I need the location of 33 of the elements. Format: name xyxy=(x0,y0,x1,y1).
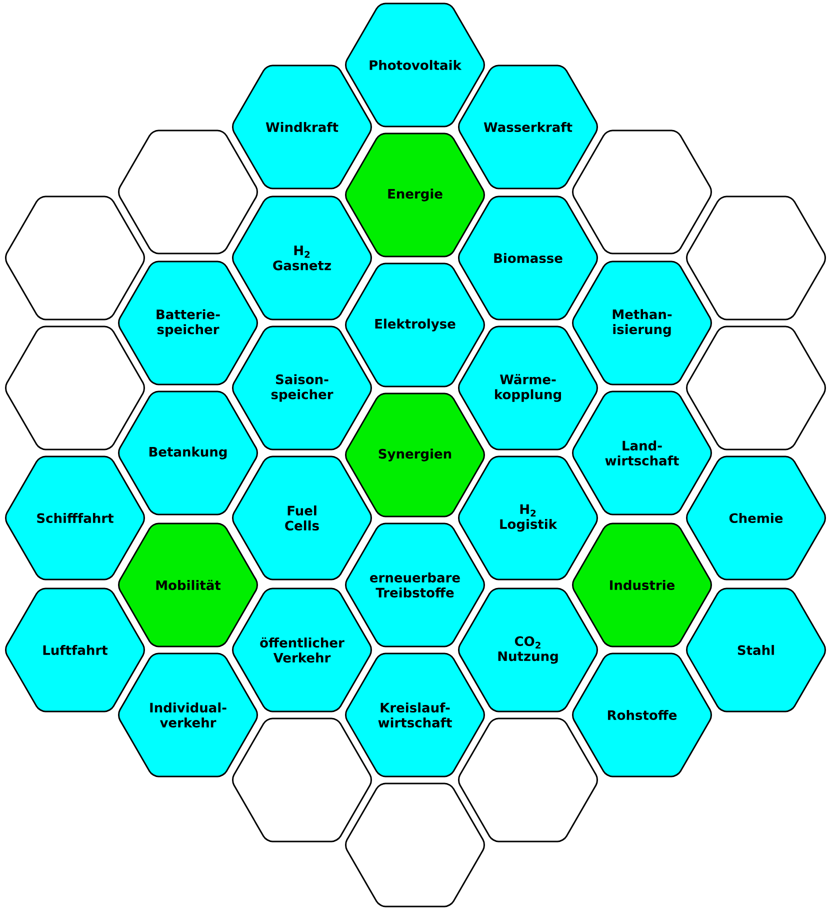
hexagon-tile: Synergien xyxy=(345,392,485,518)
hexagon-tile: Wärme- kopplung xyxy=(458,326,598,450)
hexagon-tile: Betankung xyxy=(118,390,258,516)
hexagon-tile: erneuerbare Treibstoffe xyxy=(345,522,485,648)
empty-hexagon xyxy=(232,718,372,842)
hexagon-tile: Chemie xyxy=(686,456,826,580)
empty-hexagon xyxy=(686,326,826,450)
hexagon-tile: Individual- verkehr xyxy=(118,652,258,778)
hexagon-tile: H$_{2}$ Gasnetz xyxy=(232,196,372,320)
hexagon-tile: Stahl xyxy=(686,588,826,712)
hexagon-tile: Land- wirtschaft xyxy=(572,390,712,516)
empty-hexagon xyxy=(572,130,712,254)
hexagon-tile: öffentlicher Verkehr xyxy=(232,588,372,712)
hexagon-tile: Photovoltaik xyxy=(345,2,485,128)
empty-hexagon xyxy=(5,326,145,450)
hexagon-tile: Biomasse xyxy=(458,196,598,320)
empty-hexagon xyxy=(345,782,485,908)
hexagon-tile: Schifffahrt xyxy=(5,456,145,580)
hexagon-tile: Industrie xyxy=(572,522,712,648)
hexagon-tile: Methan- isierung xyxy=(572,260,712,386)
hexagon-tile: CO$_{2}$ Nutzung xyxy=(458,588,598,712)
empty-hexagon xyxy=(458,718,598,842)
empty-hexagon xyxy=(5,196,145,320)
empty-hexagon xyxy=(118,130,258,254)
empty-hexagon xyxy=(686,196,826,320)
hexagon-tile: Mobilität xyxy=(118,522,258,648)
hexagon-tile: Batterie- speicher xyxy=(118,260,258,386)
hexagon-tile: Elektrolyse xyxy=(345,262,485,388)
hexagon-tile: Energie xyxy=(345,132,485,258)
hexagon-tile: Kreislauf- wirtschaft xyxy=(345,652,485,778)
hexagon-tile: Saison- speicher xyxy=(232,326,372,450)
hexagon-tile: Rohstoffe xyxy=(572,652,712,778)
hexagon-tile: Luftfahrt xyxy=(5,588,145,712)
